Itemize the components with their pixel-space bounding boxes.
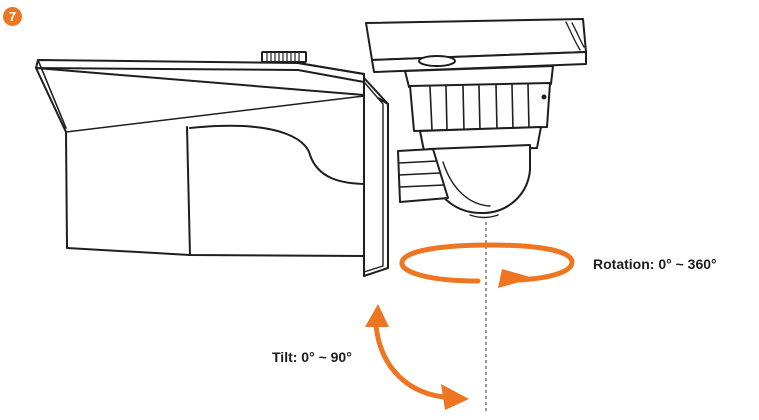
mounting-arm bbox=[397, 148, 449, 203]
sun-shield bbox=[35, 59, 365, 129]
tilt-arrow-icon bbox=[365, 304, 469, 410]
wall-mount-base bbox=[365, 18, 587, 152]
rotation-arrow-icon bbox=[399, 242, 575, 288]
camera-body bbox=[35, 67, 389, 277]
swivel-joint bbox=[428, 144, 531, 219]
step-number-badge: 7 bbox=[3, 7, 22, 26]
rotation-range-label: Rotation: 0° ~ 360° bbox=[593, 256, 717, 272]
adjustment-knob bbox=[261, 51, 307, 63]
tilt-range-label: Tilt: 0° ~ 90° bbox=[272, 349, 352, 365]
